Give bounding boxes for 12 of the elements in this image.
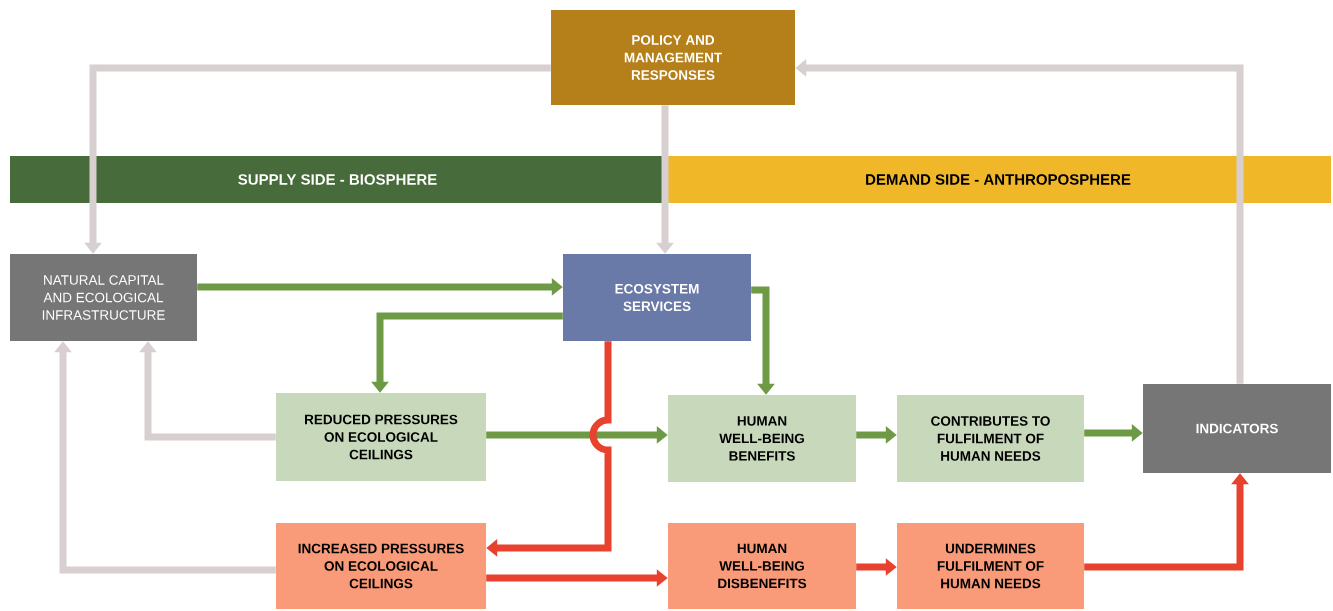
process-box: HUMAN WELL-BEING BENEFITS bbox=[668, 395, 856, 482]
process-box: INDICATORS bbox=[1143, 384, 1331, 473]
process-box: CONTRIBUTES TO FULFILMENT OF HUMAN NEEDS bbox=[897, 395, 1084, 482]
side-band: SUPPLY SIDE - BIOSPHERE bbox=[10, 156, 665, 203]
process-box: POLICY AND MANAGEMENT RESPONSES bbox=[551, 10, 795, 105]
process-box: HUMAN WELL-BEING DISBENEFITS bbox=[668, 523, 856, 609]
process-box: REDUCED PRESSURES ON ECOLOGICAL CEILINGS bbox=[276, 393, 486, 481]
process-box: ECOSYSTEM SERVICES bbox=[563, 254, 751, 341]
process-box: UNDERMINES FULFILMENT OF HUMAN NEEDS bbox=[897, 523, 1084, 609]
process-box: NATURAL CAPITAL AND ECOLOGICAL INFRASTRUCTURE bbox=[10, 254, 197, 341]
side-band: DEMAND SIDE - ANTHROPOSPHERE bbox=[665, 156, 1331, 203]
process-box: INCREASED PRESSURES ON ECOLOGICAL CEILINGS bbox=[276, 523, 486, 609]
